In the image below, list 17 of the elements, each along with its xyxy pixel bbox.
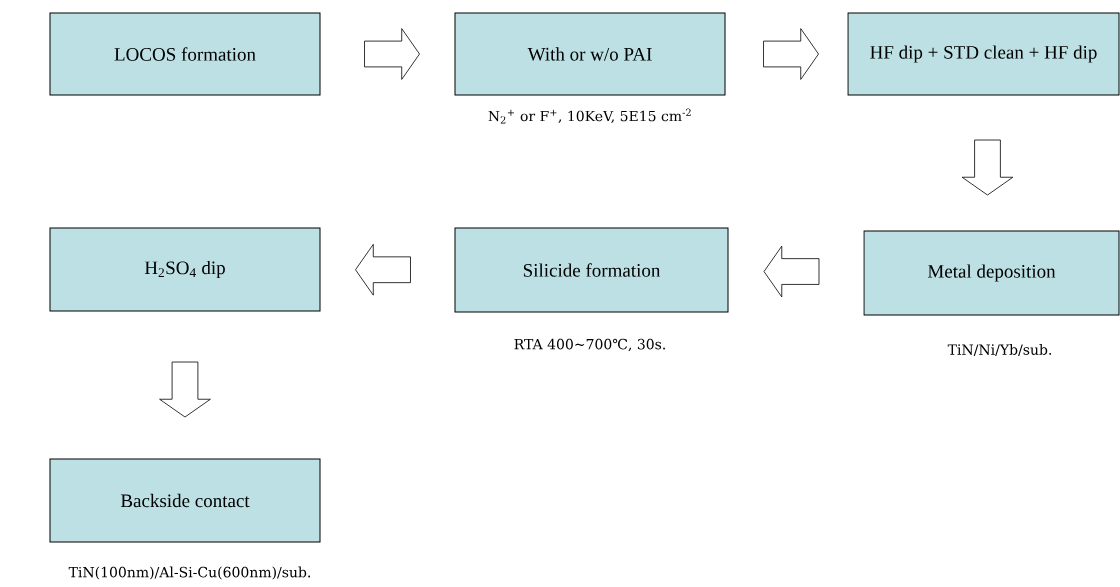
process-note: N$_{2}$$^{+}$ or F$^{+}$, 10KeV, 5E15 cm$^{-2}$ (488, 108, 691, 124)
process-note: RTA 400~700℃, 30s. (514, 338, 665, 352)
process-box: Silicide formation (454, 227, 729, 313)
process-box: HF dip + STD clean + HF dip (847, 12, 1120, 96)
process-box: LOCOS formation (49, 12, 321, 96)
block-arrow (159, 361, 211, 418)
process-note: TiN(100nm)/Al-Si-Cu(600nm)/sub. (68, 566, 311, 580)
block-arrow (961, 139, 1014, 196)
process-box: Metal deposition (863, 230, 1120, 316)
process-note: TiN/Ni/Yb/sub. (947, 344, 1052, 356)
block-arrow (763, 245, 820, 298)
block-arrow (364, 28, 420, 80)
process-box: With or w/o PAI (454, 12, 726, 96)
block-arrow (763, 28, 819, 80)
process-box: Backside contact (49, 458, 321, 543)
process-box: H$_{2}$SO$_{4}$ dip (49, 227, 321, 312)
block-arrow (355, 243, 411, 296)
